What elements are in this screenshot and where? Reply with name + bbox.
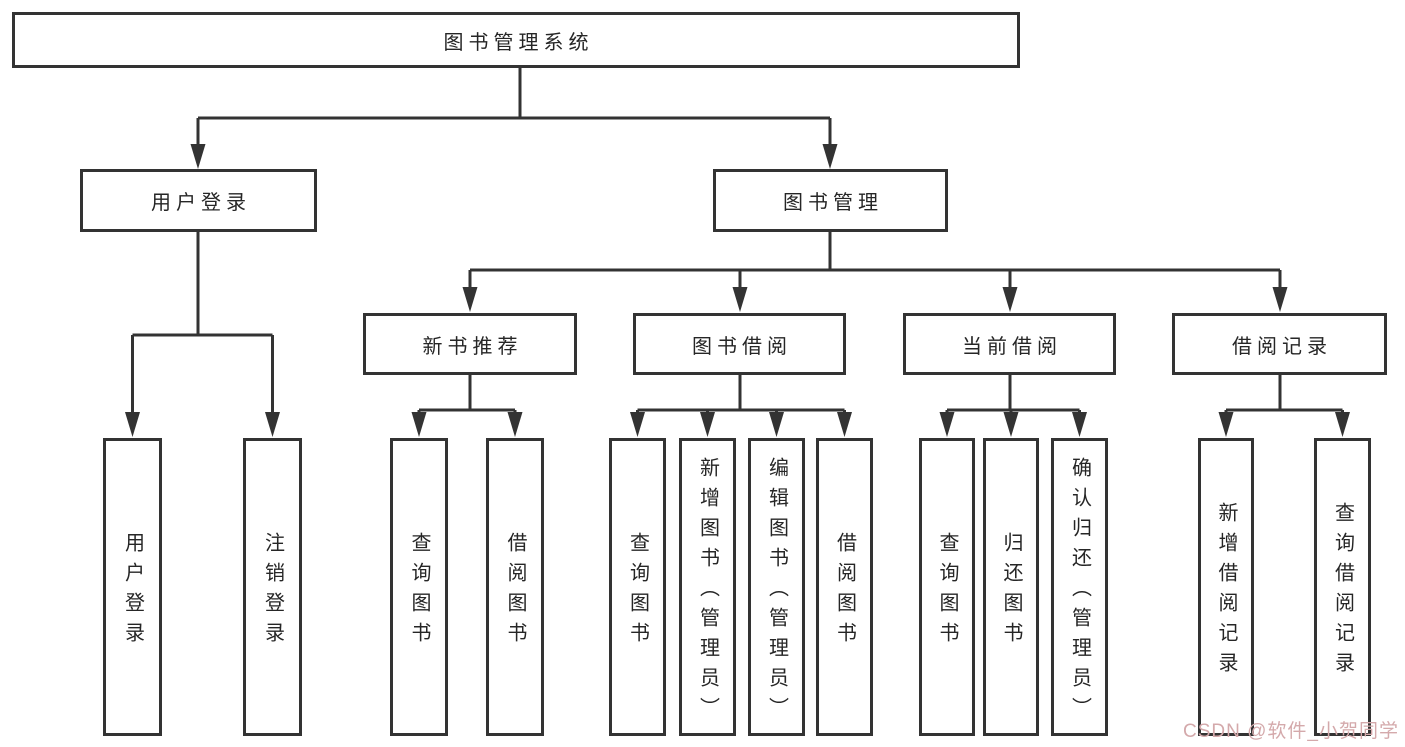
connector-records-children [1218,375,1350,437]
leaf-rec-add-record-label: 新增借阅记录 [1215,502,1237,682]
node-borrow-records: 借阅记录 [1172,313,1387,375]
leaf-cur-return-books-label: 归还图书 [1000,532,1022,652]
leaf-bw-edit-books-admin: 编辑图书（管理员） [748,438,805,736]
leaf-cur-query-books-label: 查询图书 [936,532,958,652]
leaf-rec-add-record: 新增借阅记录 [1198,438,1254,736]
leaf-bw-add-books-admin-label: 新增图书（管理员） [696,457,719,727]
connector-borrowing-children [630,375,852,437]
leaf-bw-query-books-label: 查询图书 [626,532,649,652]
connector-book-mgmt-children [462,232,1288,312]
node-new-book-recommend: 新书推荐 [363,313,577,375]
leaf-cur-return-books: 归还图书 [983,438,1039,736]
node-book-management: 图书管理 [713,169,948,232]
connector-root-to-level2 [190,68,838,169]
node-current-borrowing: 当前借阅 [903,313,1116,375]
leaf-rec-query-record-label: 查询借阅记录 [1331,502,1354,682]
leaf-nb-borrow-books-label: 借阅图书 [504,532,526,652]
node-current-borrowing-label: 当前借阅 [962,335,1062,358]
leaf-user-login-label: 用户登录 [121,532,144,652]
csdn-watermark: CSDN @软件_小贺同学 [1183,721,1399,742]
node-borrow-records-label: 借阅记录 [1232,335,1332,358]
leaf-rec-query-record: 查询借阅记录 [1314,438,1371,736]
leaf-user-login: 用户登录 [103,438,162,736]
leaf-bw-borrow-books-label: 借阅图书 [833,532,856,652]
leaf-bw-edit-books-admin-label: 编辑图书（管理员） [765,457,788,727]
node-root-label: 图书管理系统 [443,31,594,54]
connector-current-children [939,375,1087,437]
leaf-cur-query-books: 查询图书 [919,438,975,736]
leaf-logout: 注销登录 [243,438,302,736]
leaf-nb-borrow-books: 借阅图书 [486,438,544,736]
connector-new-books-children [411,375,523,437]
node-new-book-recommend-label: 新书推荐 [422,335,523,358]
node-root-system: 图书管理系统 [12,12,1020,68]
connector-user-login-children [125,232,280,437]
leaf-bw-query-books: 查询图书 [609,438,666,736]
leaf-logout-label: 注销登录 [261,532,284,652]
node-book-borrowing: 图书借阅 [633,313,846,375]
leaf-bw-borrow-books: 借阅图书 [816,438,873,736]
leaf-nb-query-books-label: 查询图书 [408,532,430,652]
node-user-login-label: 用户登录 [151,192,251,214]
node-user-login: 用户登录 [80,169,317,232]
leaf-bw-add-books-admin: 新增图书（管理员） [679,438,736,736]
node-book-management-label: 图书管理 [783,192,883,214]
node-book-borrowing-label: 图书借阅 [692,335,792,358]
leaf-cur-confirm-return-admin-label: 确认归还（管理员） [1068,457,1091,727]
leaf-nb-query-books: 查询图书 [390,438,448,736]
leaf-cur-confirm-return-admin: 确认归还（管理员） [1051,438,1108,736]
